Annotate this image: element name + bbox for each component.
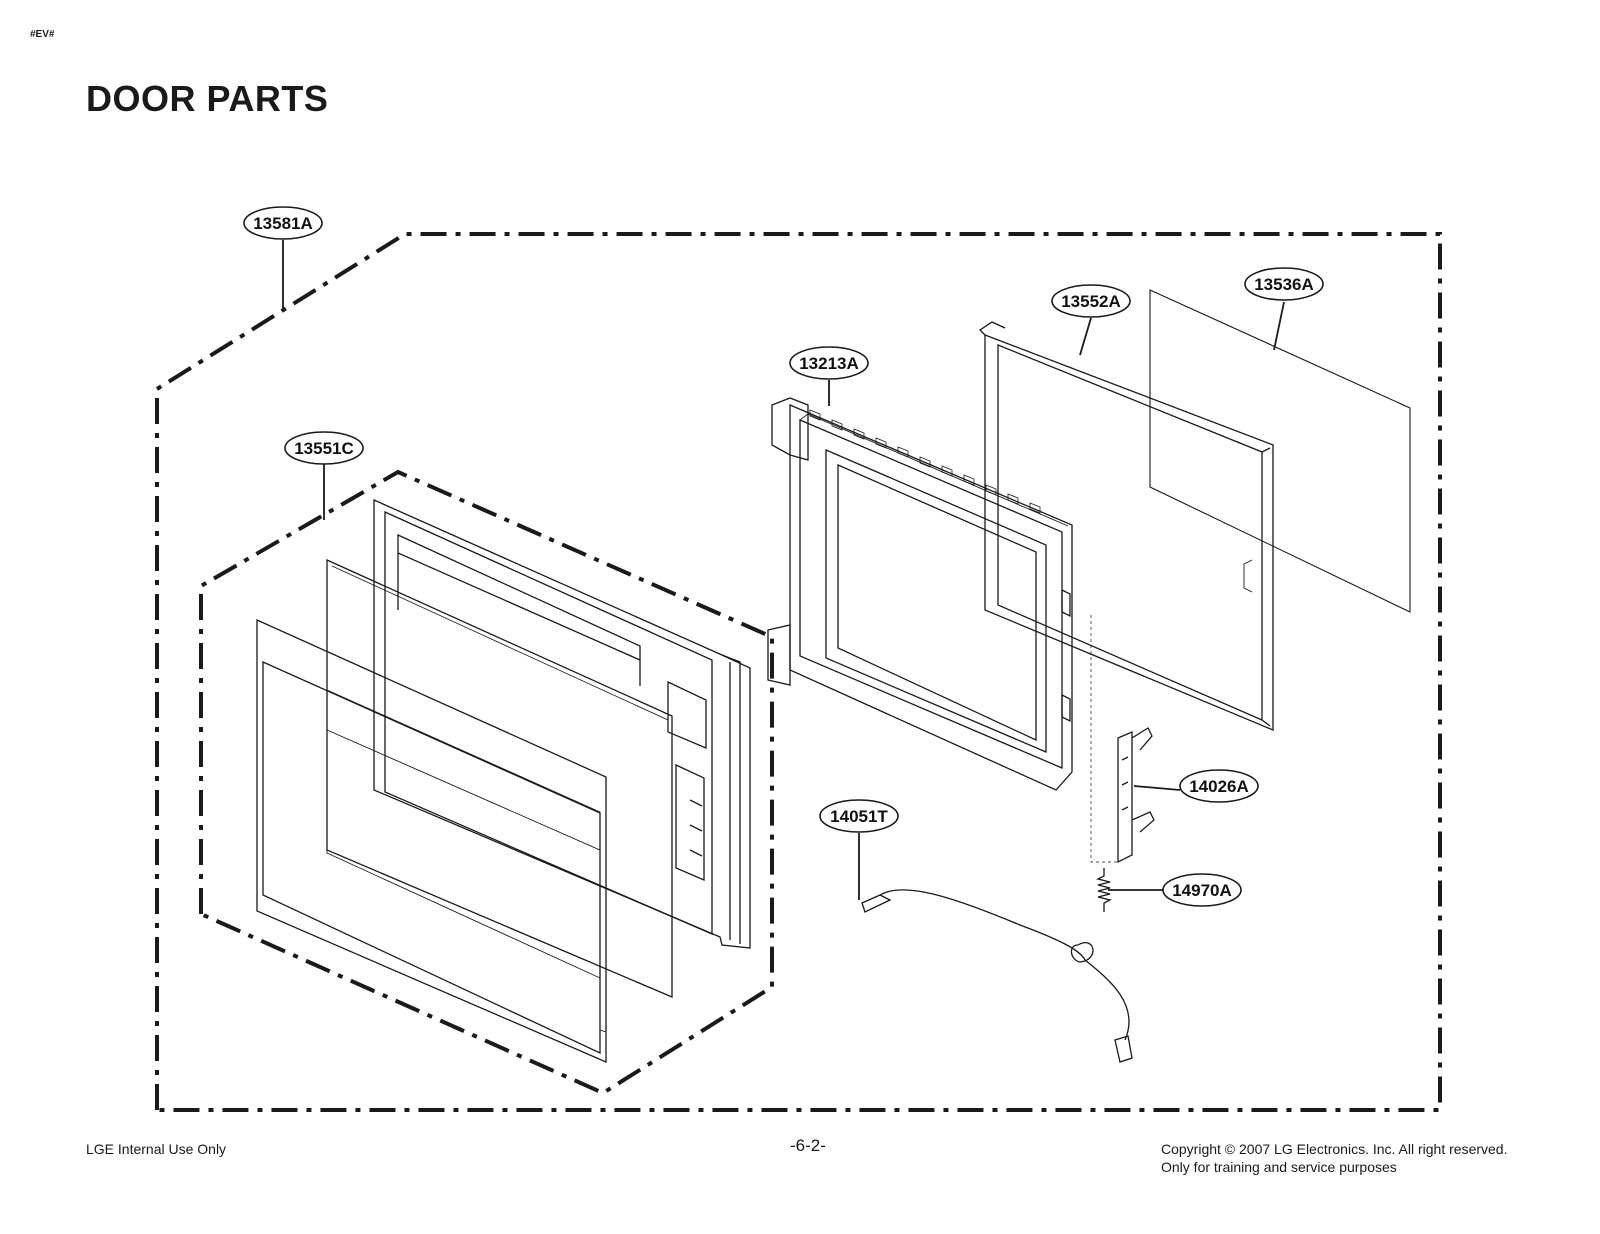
purpose-line: Only for training and service purposes [1161, 1159, 1397, 1175]
wire-harness [861, 889, 1133, 1063]
callout-label: 14051T [830, 807, 888, 826]
callout-13552a: 13552A [1051, 284, 1131, 318]
leader-lines [282, 240, 1285, 900]
latch-spring [1096, 868, 1112, 912]
callout-label: 13552A [1061, 292, 1121, 311]
window-glass-sheet [1149, 289, 1411, 613]
door-frame [373, 498, 751, 949]
door-inner-frame [978, 321, 1274, 731]
door-latch-hook [1090, 615, 1155, 864]
door-front-frame [256, 618, 607, 1063]
callout-label: 14026A [1189, 777, 1249, 796]
callout-label: 13213A [799, 354, 859, 373]
document-code: #EV# [30, 29, 55, 40]
footer-copyright: Copyright © 2007 LG Electronics. Inc. Al… [1161, 1140, 1507, 1176]
callout-14051t: 14051T [819, 799, 899, 833]
callout-label: 13536A [1254, 275, 1314, 294]
callout-label: 13581A [253, 214, 313, 233]
footer-internal-use: LGE Internal Use Only [86, 1141, 227, 1157]
page-title: DOOR PARTS [86, 78, 329, 119]
door-glass-panel [326, 558, 673, 998]
door-choke-plate [767, 397, 1073, 791]
callout-14970a: 14970A [1162, 873, 1242, 907]
callout-13581a: 13581A [243, 206, 323, 240]
callout-label: 13551C [294, 439, 354, 458]
page-number: -6-2- [790, 1136, 826, 1155]
callout-14026a: 14026A [1179, 769, 1259, 803]
copyright-line: Copyright © 2007 LG Electronics. Inc. Al… [1161, 1141, 1508, 1157]
assembly-boundary-13581a [155, 232, 1442, 1112]
callout-13551c: 13551C [284, 431, 364, 465]
callout-13213a: 13213A [789, 346, 869, 380]
callout-label: 14970A [1172, 881, 1232, 900]
callout-13536a: 13536A [1244, 267, 1324, 301]
